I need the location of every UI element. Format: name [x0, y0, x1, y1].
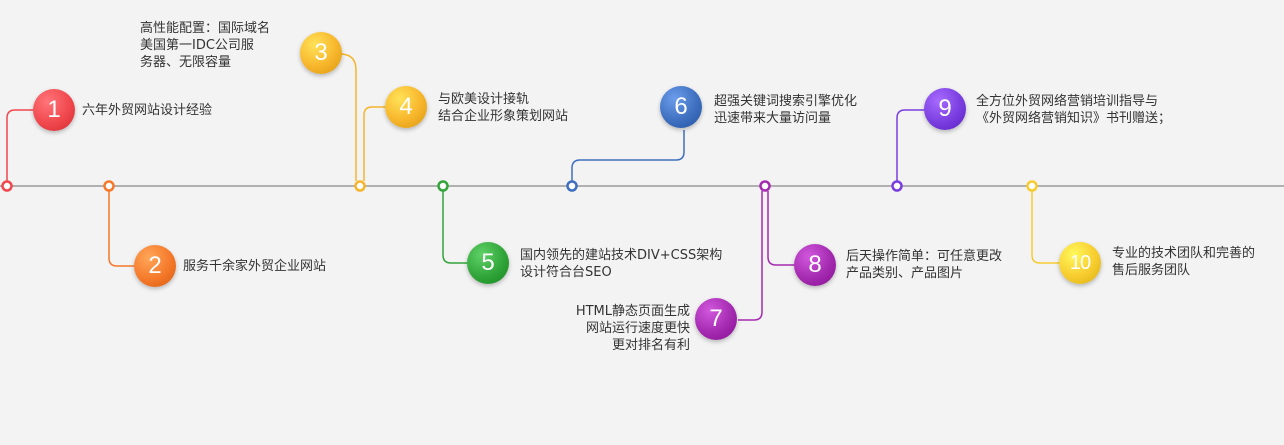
- connector-1: [6, 109, 34, 181]
- milestone-5-line-2: 设计符合台SEO: [520, 265, 612, 280]
- milestone-3-line-1: 高性能配置：国际域名: [140, 21, 271, 36]
- milestone-7-line-2: 网站运行速度更快: [585, 321, 690, 336]
- milestone-10-badge: 10: [1059, 242, 1101, 284]
- milestone-9-line-2: 《外贸网络营销知识》书刊赠送；: [976, 111, 1172, 126]
- milestone-7-line-3: 更对排名有利: [611, 338, 690, 353]
- axis-node-7: [759, 180, 771, 192]
- axis-node-5: [437, 180, 449, 192]
- milestone-8-line-2: 产品类别、产品图片: [846, 266, 964, 281]
- milestone-9-line-1: 全方位外贸网络营销培训指导与: [976, 94, 1159, 109]
- milestone-4-line-2: 结合企业形象策划网站: [438, 109, 569, 124]
- milestone-4-badge: 4: [385, 86, 427, 128]
- milestone-1-line-1: 六年外贸网站设计经验: [82, 103, 213, 118]
- milestone-3-line-3: 务器、无限容量: [140, 55, 232, 70]
- milestone-6-line-1: 超强关键词搜索引擎优化: [714, 94, 858, 109]
- connector-9: [896, 109, 925, 181]
- milestone-5-line-1: 国内领先的建站技术DIV+CSS架构: [520, 248, 723, 263]
- milestone-9-label: 全方位外贸网络营销培训指导与 《外贸网络营销知识》书刊赠送；: [976, 93, 1171, 127]
- connector-7: [738, 191, 763, 321]
- milestone-4-label: 与欧美设计接轨 结合企业形象策划网站: [438, 91, 568, 125]
- connector-8: [767, 191, 795, 266]
- milestone-8-label: 后天操作简单：可任意更改 产品类别、产品图片: [846, 248, 1002, 282]
- milestone-7-badge: 7: [695, 298, 737, 340]
- milestone-8-badge: 8: [794, 244, 836, 286]
- axis-node-10: [1026, 180, 1038, 192]
- connector-5: [442, 191, 468, 264]
- connector-10: [1031, 191, 1060, 264]
- milestone-3-badge: 3: [300, 32, 342, 74]
- milestone-2-line-1: 服务千余家外贸企业网站: [183, 259, 327, 274]
- milestone-5-label: 国内领先的建站技术DIV+CSS架构 设计符合台SEO: [520, 247, 722, 281]
- milestone-6-line-2: 迅速带来大量访问量: [714, 111, 832, 126]
- milestone-10-label: 专业的技术团队和完善的 售后服务团队: [1112, 245, 1255, 279]
- milestone-1-label: 六年外贸网站设计经验: [82, 102, 212, 119]
- connector-6: [571, 130, 685, 181]
- connector-3: [339, 53, 357, 181]
- milestone-6-label: 超强关键词搜索引擎优化 迅速带来大量访问量: [714, 93, 857, 127]
- milestone-2-badge: 2: [134, 245, 176, 287]
- axis-node-1: [1, 180, 13, 192]
- milestone-10-line-1: 专业的技术团队和完善的: [1112, 246, 1256, 261]
- axis-node-9: [891, 180, 903, 192]
- milestone-10-line-2: 售后服务团队: [1112, 263, 1191, 278]
- axis-node-6: [566, 180, 578, 192]
- milestone-9-badge: 9: [924, 88, 966, 130]
- connector-4: [363, 106, 386, 181]
- milestone-7-line-1: HTML静态页面生成: [575, 304, 690, 319]
- milestone-4-line-1: 与欧美设计接轨: [438, 92, 530, 107]
- milestone-7-label: HTML静态页面生成 网站运行速度更快 更对排名有利: [520, 303, 690, 354]
- milestone-2-label: 服务千余家外贸企业网站: [183, 258, 326, 275]
- axis-node-3: [354, 180, 366, 192]
- milestone-3-label: 高性能配置：国际域名 美国第一IDC公司服 务器、无限容量: [140, 20, 270, 71]
- milestone-6-badge: 6: [660, 86, 702, 128]
- milestone-8-line-1: 后天操作简单：可任意更改: [846, 249, 1003, 264]
- axis-node-2: [103, 180, 115, 192]
- milestone-5-badge: 5: [467, 242, 509, 284]
- connector-2: [108, 191, 136, 267]
- milestone-3-line-2: 美国第一IDC公司服: [140, 38, 254, 53]
- milestone-1-badge: 1: [33, 89, 75, 131]
